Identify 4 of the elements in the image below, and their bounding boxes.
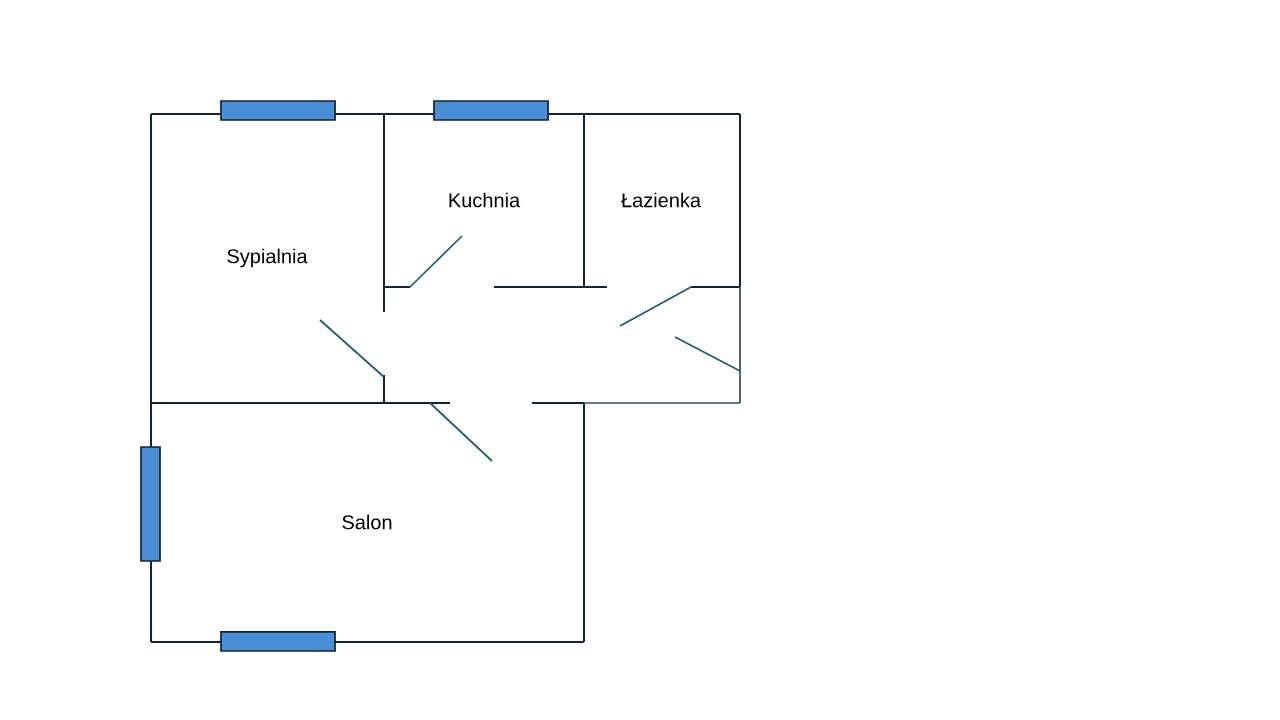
room-label: Salon — [342, 514, 392, 530]
room-label: Sypialnia — [227, 248, 308, 268]
room-label: Łazienka — [621, 192, 702, 208]
room-label: Kuchnia — [449, 192, 521, 208]
